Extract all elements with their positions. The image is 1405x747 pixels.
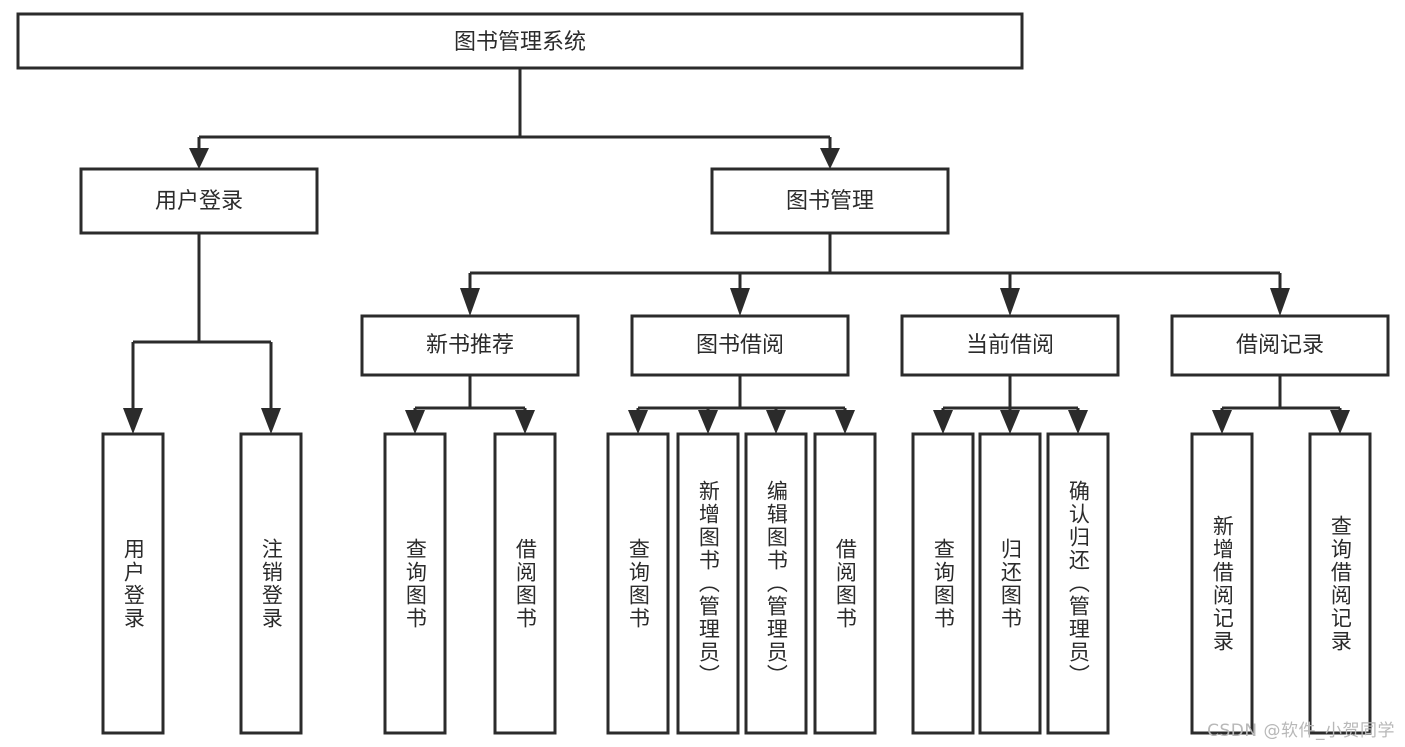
connector-group-book-management xyxy=(460,233,1290,316)
node-current-borrow-label: 当前借阅 xyxy=(966,333,1054,358)
leaf-box-book-borrow-3[interactable] xyxy=(813,432,877,735)
leaf-box-borrow-record-0[interactable] xyxy=(1190,432,1254,735)
node-root[interactable]: 图书管理系统 xyxy=(16,12,1024,70)
leaf-box-current-borrow-2[interactable] xyxy=(1046,432,1110,735)
node-book-management[interactable]: 图书管理 xyxy=(710,167,950,235)
leaf-box-new-book-0[interactable] xyxy=(383,432,447,735)
leaf-box-book-borrow-1[interactable] xyxy=(676,432,740,735)
leaf-box-book-borrow-2[interactable] xyxy=(744,432,808,735)
leaf-box-user-login-1[interactable] xyxy=(239,432,303,735)
node-user-login-label: 用户登录 xyxy=(155,189,243,214)
node-book-management-label: 图书管理 xyxy=(786,189,874,214)
node-book-borrow[interactable]: 图书借阅 xyxy=(630,314,850,377)
node-borrow-record-label: 借阅记录 xyxy=(1236,333,1324,358)
leaf-box-current-borrow-1[interactable] xyxy=(978,432,1042,735)
node-root-label: 图书管理系统 xyxy=(454,30,586,55)
connector-group-new-book xyxy=(405,375,535,434)
connector-group-current-borrow xyxy=(933,375,1088,434)
leaf-box-user-login-0[interactable] xyxy=(101,432,165,735)
leaf-box-book-borrow-0[interactable] xyxy=(606,432,670,735)
connector-group-root xyxy=(189,68,840,169)
leaf-box-new-book-1[interactable] xyxy=(493,432,557,735)
watermark: CSDN @软件_小贺同学 xyxy=(1207,721,1395,741)
leaf-boxes xyxy=(101,432,1372,735)
node-current-borrow[interactable]: 当前借阅 xyxy=(900,314,1120,377)
node-borrow-record[interactable]: 借阅记录 xyxy=(1170,314,1390,377)
node-user-login[interactable]: 用户登录 xyxy=(79,167,319,235)
node-new-book-recommend[interactable]: 新书推荐 xyxy=(360,314,580,377)
leaf-box-borrow-record-1[interactable] xyxy=(1308,432,1372,735)
connector-group-borrow-record xyxy=(1212,375,1350,434)
leaf-box-current-borrow-0[interactable] xyxy=(911,432,975,735)
node-new-book-recommend-label: 新书推荐 xyxy=(426,333,514,358)
connector-group-book-borrow xyxy=(628,375,855,434)
node-book-borrow-label: 图书借阅 xyxy=(696,333,784,358)
connector-group-user-login xyxy=(123,233,281,434)
